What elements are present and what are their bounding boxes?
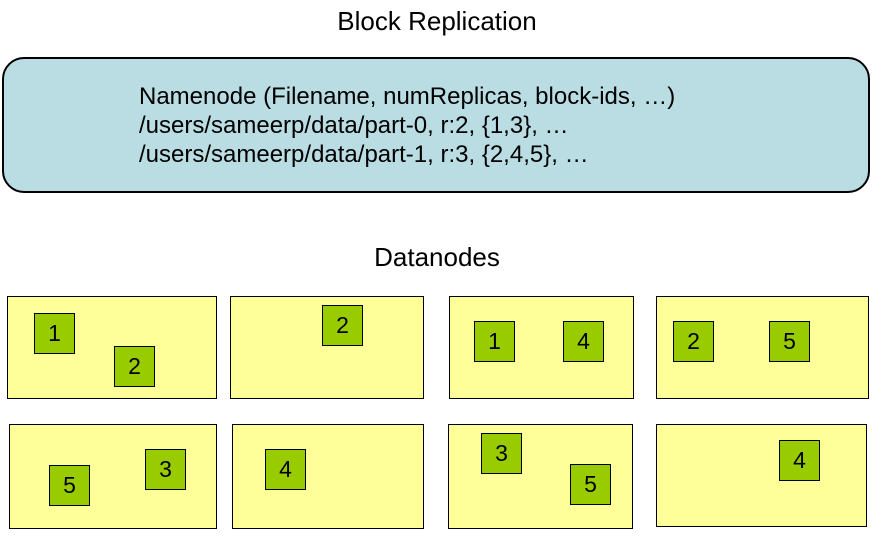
block-square: 2	[114, 346, 155, 387]
block-square: 4	[563, 321, 604, 362]
block-square: 3	[481, 433, 522, 474]
block-square: 2	[673, 321, 714, 362]
block-square: 1	[474, 321, 515, 362]
namenode-text: Namenode (Filename, numReplicas, block-i…	[139, 82, 675, 169]
block-square: 3	[145, 449, 186, 490]
block-square: 5	[49, 465, 90, 506]
block-square: 4	[779, 440, 820, 481]
block-square: 5	[769, 321, 810, 362]
namenode-line: /users/sameerp/data/part-1, r:3, {2,4,5}…	[139, 141, 589, 168]
diagram-title: Block Replication	[337, 6, 537, 36]
namenode-box: Namenode (Filename, numReplicas, block-i…	[2, 57, 870, 193]
namenode-line: Namenode (Filename, numReplicas, block-i…	[139, 83, 676, 110]
datanode-box: 2	[230, 296, 424, 399]
datanode-box: 4	[232, 424, 424, 529]
datanode-box: 4	[656, 424, 867, 527]
block-square: 5	[570, 464, 611, 505]
namenode-line: /users/sameerp/data/part-0, r:2, {1,3}, …	[139, 112, 569, 139]
block-square: 1	[34, 313, 75, 354]
datanodes-label: Datanodes	[374, 242, 500, 272]
block-square: 2	[322, 305, 363, 346]
block-square: 4	[265, 449, 306, 490]
